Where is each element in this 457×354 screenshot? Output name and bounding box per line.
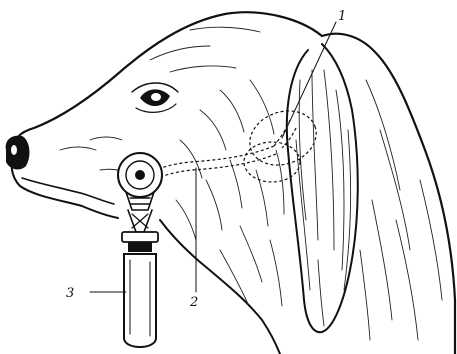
nose-shape <box>6 136 30 170</box>
parotid-gland <box>242 102 324 182</box>
nose <box>6 136 30 170</box>
tube-body <box>124 254 156 347</box>
neck-outline <box>160 220 280 354</box>
clamp-cross <box>132 214 148 228</box>
tube-stopper <box>128 242 152 252</box>
ear-outline <box>287 44 358 332</box>
salivary-duct <box>148 146 276 182</box>
fistula-capsule <box>118 153 162 252</box>
leader-line-1 <box>282 22 336 138</box>
clamp-collar <box>122 232 158 242</box>
nostril <box>11 145 17 155</box>
ear <box>287 44 358 332</box>
label-1: 1 <box>338 9 346 24</box>
label-2: 2 <box>189 295 198 310</box>
eye <box>132 83 178 112</box>
dog-head <box>12 12 455 354</box>
duct-upper <box>148 146 274 174</box>
capsule-center <box>135 170 145 180</box>
label-3: 3 <box>66 286 74 301</box>
gland-outline <box>242 102 324 174</box>
lip-line <box>22 178 114 204</box>
head-outline <box>14 12 455 354</box>
eye-highlight <box>151 93 161 101</box>
ear-fur-strokes <box>296 70 351 326</box>
collecting-tube <box>124 254 156 347</box>
capsule-neck-rings <box>130 198 150 204</box>
